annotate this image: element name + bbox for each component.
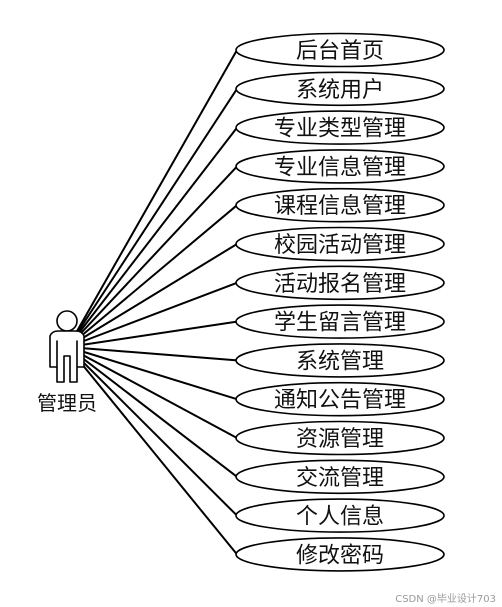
use-case-ellipse [235,149,445,184]
use-case: 活动报名管理 [235,265,445,301]
association-line [67,346,238,439]
use-case-list: 后台首页系统用户专业类型管理专业信息管理课程信息管理校园活动管理活动报名管理学生… [235,32,445,572]
use-case-ellipse [235,71,445,107]
actor-head [56,310,78,332]
use-case-label: 资源管理 [296,427,384,452]
association-line [67,281,238,348]
stick-figure-actor-icon [49,310,85,383]
association-line [67,49,238,348]
use-case-ellipse [235,498,445,533]
association-line [67,243,238,348]
use-case-label: 专业信息管理 [274,155,406,180]
use-case-label: 系统用户 [296,78,384,103]
use-case: 专业类型管理 [235,110,445,145]
use-case-ellipse [235,226,445,262]
actor-label: 管理员 [37,391,97,415]
use-case-label: 后台首页 [296,39,384,64]
association-line [67,346,238,517]
use-case: 通知公告管理 [235,381,445,417]
association-line [67,320,238,348]
use-case-ellipse [235,420,445,456]
use-case: 校园活动管理 [235,226,445,262]
association-lines [67,49,238,556]
use-case-label: 校园活动管理 [274,233,406,258]
use-case: 资源管理 [235,420,445,456]
use-case-ellipse [235,381,445,417]
association-line [67,346,238,401]
association-line [67,126,238,348]
use-case-ellipse [235,537,445,572]
use-case: 学生留言管理 [235,304,445,339]
use-case-label: 通知公告管理 [274,388,406,413]
use-case-ellipse [235,32,445,68]
use-case-label: 交流管理 [296,466,384,491]
use-case: 个人信息 [235,498,445,533]
use-case-ellipse [235,187,445,223]
use-case: 课程信息管理 [235,187,445,223]
use-case-ellipse [235,265,445,301]
use-case-label: 学生留言管理 [274,311,406,336]
use-case: 修改密码 [235,537,445,572]
association-line [67,204,238,348]
use-case-label: 活动报名管理 [274,272,406,297]
association-line [67,88,238,348]
use-case: 交流管理 [235,459,445,495]
association-line [67,165,238,348]
use-case-ellipse [235,343,445,378]
use-case-label: 专业类型管理 [274,117,406,142]
use-case-label: 个人信息 [296,505,384,530]
use-case: 系统用户 [235,71,445,107]
association-line [67,346,238,362]
actor: 管理员 [37,310,97,415]
use-case-label: 系统管理 [296,349,384,374]
use-case-label: 修改密码 [296,543,384,568]
use-case-ellipse [235,110,445,145]
use-case: 后台首页 [235,32,445,68]
use-case: 系统管理 [235,343,445,378]
association-line [67,346,238,556]
use-case-label: 课程信息管理 [274,194,406,219]
use-case: 专业信息管理 [235,149,445,184]
actor-body [49,330,85,383]
association-line [67,346,238,478]
use-case-ellipse [235,304,445,339]
watermark: CSDN @毕业设计703 [395,594,496,605]
use-case-ellipse [235,459,445,495]
